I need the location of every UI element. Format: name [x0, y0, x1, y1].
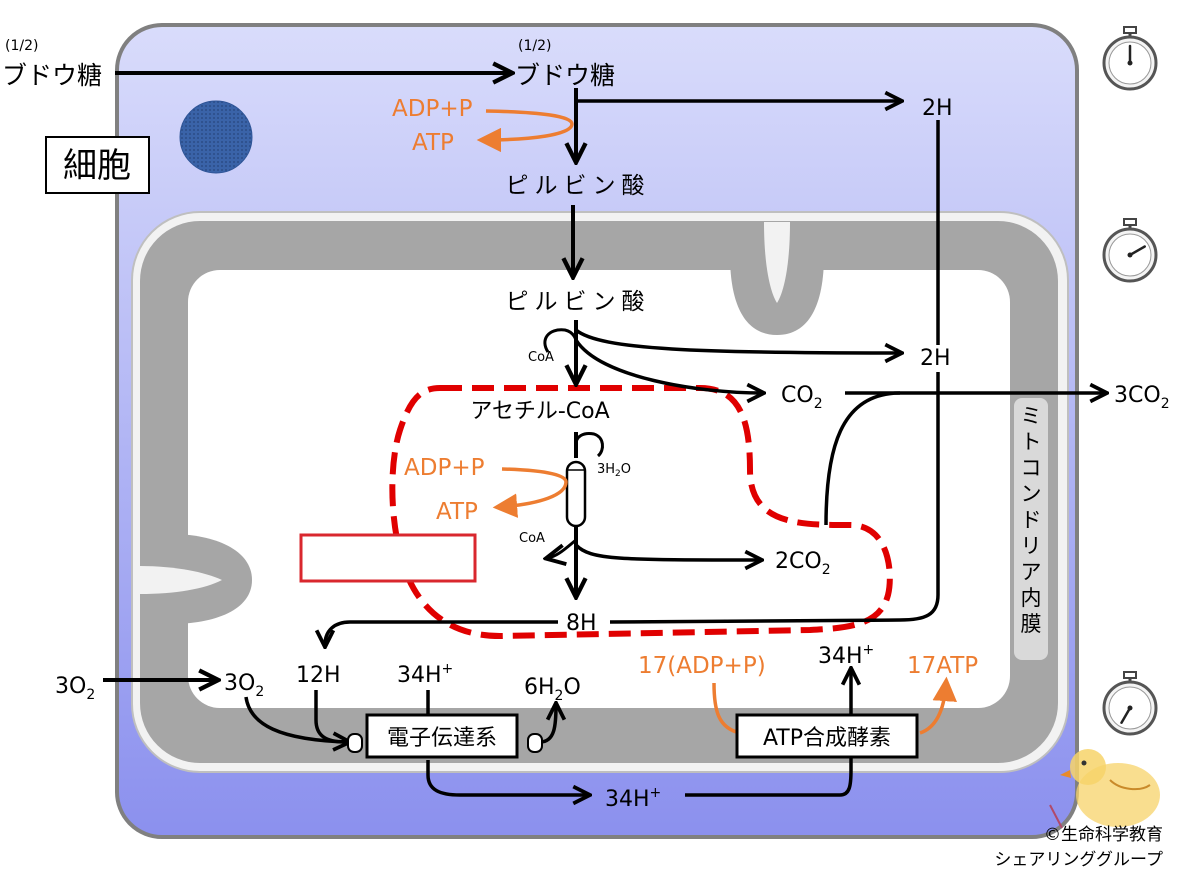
synthase-adp-arrow — [712, 682, 741, 735]
glucose-inside: ブドウ糖 — [515, 61, 615, 90]
oxygen-outside: 3O2 — [55, 674, 95, 703]
membrane-label-box — [1014, 398, 1048, 660]
proton-pump-arrow — [426, 760, 588, 795]
pyruvate-matrix: ピルビン酸 — [506, 289, 651, 315]
synthase-protons: 34H+ — [818, 642, 874, 669]
glycolysis-hydrogen: 2H — [922, 96, 953, 121]
cycle-adp: ADP+P — [404, 455, 485, 481]
hydrogen-input-line — [314, 690, 346, 744]
chick-doodle — [1049, 749, 1160, 829]
pyruvate-cytoplasm: ピルビン酸 — [506, 173, 651, 199]
cycle-coa: CoA — [519, 531, 545, 546]
copyright-line1: ©生命科学教育 — [1044, 825, 1163, 845]
oxygen-inside: 3O2 — [224, 671, 264, 700]
electron-transport-water: 6H2O — [524, 675, 581, 704]
electron-transport-box — [365, 713, 519, 759]
clock-top-icon — [1102, 26, 1158, 91]
nucleus — [179, 100, 253, 174]
co2-output: 3CO2 — [1114, 383, 1170, 412]
glycolysis-atp-arrow — [476, 109, 574, 153]
glycolysis-adp: ADP+P — [392, 96, 473, 122]
etc-left-cap — [347, 733, 363, 753]
link-hydrogen-arrow — [574, 328, 900, 353]
crista-top-space — [764, 222, 790, 303]
clock-middle-icon — [1102, 218, 1158, 283]
cell-label-box — [45, 136, 150, 194]
link-co2-arrow — [574, 339, 762, 393]
electron-transport-hydrogen: 12H — [296, 663, 341, 688]
atp-synthase-label: ATP合成酵素 — [763, 726, 891, 751]
crista-left-space — [140, 566, 222, 594]
cycle-atp: ATP — [436, 499, 478, 525]
glucose-outside: ブドウ糖 — [2, 61, 102, 90]
blank-answer-box — [299, 533, 477, 583]
glycolysis-atp: ATP — [412, 130, 454, 156]
electron-transport-label: 電子伝達系 — [387, 726, 497, 751]
atp-synthase-box — [735, 713, 919, 759]
water-input-hook — [574, 432, 604, 458]
membrane-label: ミトコンドリア内膜 — [1021, 404, 1042, 636]
synthase-adp: 17(ADP+P) — [638, 653, 766, 679]
glycolysis-hydrogen-arrow — [574, 96, 900, 101]
coa-input-hook — [543, 328, 578, 353]
proton-return-arrow — [685, 670, 851, 797]
hydrogen-to-electron-transport-arrow — [325, 620, 558, 645]
acetyl-coa: アセチル-CoA — [470, 399, 609, 424]
coa-release-arrow — [548, 538, 577, 558]
copyright-line2: シェアリンググループ — [994, 850, 1163, 870]
link-co2: CO2 — [781, 383, 823, 412]
stopwatches — [1102, 26, 1158, 736]
intermembrane-protons: 34H+ — [605, 785, 661, 812]
cycle-hydrogen: 8H — [566, 611, 597, 636]
water-output-arrow — [539, 705, 556, 744]
glucose-fraction-outside: (1/2) — [5, 38, 38, 54]
synthase-atp: 17ATP — [907, 653, 978, 679]
synthase-atp-arrow — [919, 676, 957, 735]
hydrogen-transfer-line-lower — [609, 372, 940, 624]
cycle-cylinder — [565, 460, 587, 528]
cycle-co2-merge-line — [824, 391, 901, 526]
cycle-atp-arrow — [492, 467, 568, 518]
cycle-co2-arrow — [574, 543, 760, 560]
glucose-fraction-inside: (1/2) — [518, 38, 551, 54]
etc-right-cap — [527, 733, 543, 753]
link-coa: CoA — [528, 350, 554, 365]
clock-bottom-icon — [1102, 671, 1158, 736]
cycle-water: 3H2O — [597, 462, 631, 479]
oxygen-input-arrow — [244, 696, 348, 742]
cell-label: 細胞 — [63, 146, 131, 186]
link-hydrogen: 2H — [920, 346, 951, 371]
matrix-protons: 34H+ — [397, 661, 453, 688]
cycle-co2: 2CO2 — [775, 549, 831, 578]
mitochondrial-matrix — [188, 270, 1010, 708]
